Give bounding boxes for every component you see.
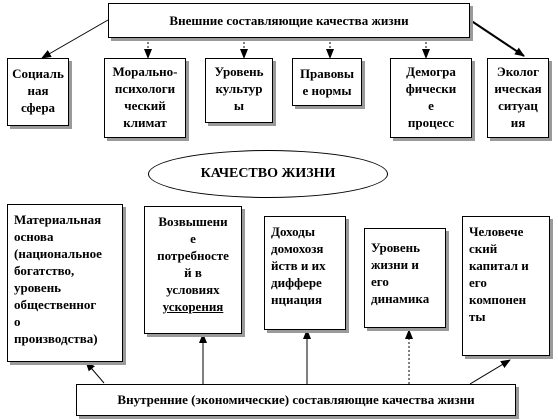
box-line: потребносте xyxy=(157,248,229,263)
box-line: его xyxy=(469,275,487,290)
connector-arrow xyxy=(41,19,109,59)
box-line: производства) xyxy=(14,331,98,346)
box-line: Возвышени xyxy=(158,214,228,229)
box-line: динамика xyxy=(371,291,430,306)
box-line: Материальная xyxy=(14,212,102,227)
household-income-box: Доходы домохозя йств и их диффере нциаци… xyxy=(264,216,346,330)
human-capital-box: Человече ский капитал и его компонен ты xyxy=(462,216,550,356)
box-line: его xyxy=(371,274,389,289)
box-line: ия xyxy=(510,115,526,130)
box-line: сфера xyxy=(20,100,56,115)
box-line: компонен xyxy=(469,292,527,307)
box-line: ускорения xyxy=(162,299,224,314)
box-line: диффере xyxy=(271,275,322,290)
box-line: Эколог xyxy=(496,64,540,79)
box-line: Человече xyxy=(469,224,524,239)
demographic-process-box: Демогра фически е процесс xyxy=(390,58,472,138)
box-line: ы xyxy=(233,98,245,113)
connector-arrow xyxy=(469,19,525,57)
box-line: домохозя xyxy=(271,241,324,256)
material-basis-box: Материальная основа (национальное богатс… xyxy=(7,204,123,362)
living-standard-box: Уровень жизни и его динамика xyxy=(364,228,446,328)
box-line: процесс xyxy=(407,115,455,130)
connector-arrow xyxy=(469,359,511,385)
box-line: условиях xyxy=(166,282,220,297)
box-line: ситуац xyxy=(498,98,538,113)
box-line: общественног xyxy=(14,297,97,312)
connector-arrow xyxy=(85,361,105,384)
legal-norms-box: Правовы е нормы xyxy=(292,58,362,106)
box-line: ты xyxy=(469,309,486,324)
box-line: Уровень xyxy=(214,64,264,79)
culture-level-box: Уровень культур ы xyxy=(205,58,273,123)
box-line: психологи xyxy=(114,81,176,96)
box-line: е xyxy=(428,98,434,113)
box-line: (национальное xyxy=(14,246,102,261)
box-line: ическая xyxy=(494,81,542,96)
box-line: жизни и xyxy=(371,257,419,272)
external-components-header: Внешние составляющие качества жизни xyxy=(108,3,470,38)
box-line: ная xyxy=(27,83,49,98)
quality-of-life-ellipse: КАЧЕСТВО ЖИЗНИ xyxy=(148,150,388,198)
box-line: е нормы xyxy=(302,83,352,98)
box-line: ческий xyxy=(124,98,166,113)
box-line: о xyxy=(14,314,21,329)
moral-psychological-climate-box: Морально- психологи ческий климат xyxy=(104,58,186,138)
box-line: фически xyxy=(405,81,457,96)
box-line: ский xyxy=(469,241,498,256)
box-line: Морально- xyxy=(112,64,178,79)
box-line: Демогра xyxy=(406,64,456,79)
box-line: йств и их xyxy=(271,258,326,273)
box-line: Социаль xyxy=(12,66,64,81)
social-sphere-box: Социаль ная сфера xyxy=(7,58,69,126)
box-line: уровень xyxy=(14,280,62,295)
box-line: культур xyxy=(215,81,263,96)
box-line: основа xyxy=(14,229,54,244)
box-line: Правовы xyxy=(299,66,355,81)
box-line: капитал и xyxy=(469,258,529,273)
box-line: богатство, xyxy=(14,263,75,278)
box-line: нциация xyxy=(271,292,322,307)
ecological-situation-box: Эколог ическая ситуац ия xyxy=(487,58,549,138)
box-line: е xyxy=(190,231,196,246)
box-line: й в xyxy=(184,265,202,280)
internal-components-header: Внутренние (экономические) составляющие … xyxy=(76,384,516,416)
rising-needs-box: Возвышени е потребносте й в условиях уск… xyxy=(144,206,242,334)
box-line: климат xyxy=(123,115,167,130)
box-line: Доходы xyxy=(271,224,315,239)
box-line: Уровень xyxy=(371,240,421,255)
